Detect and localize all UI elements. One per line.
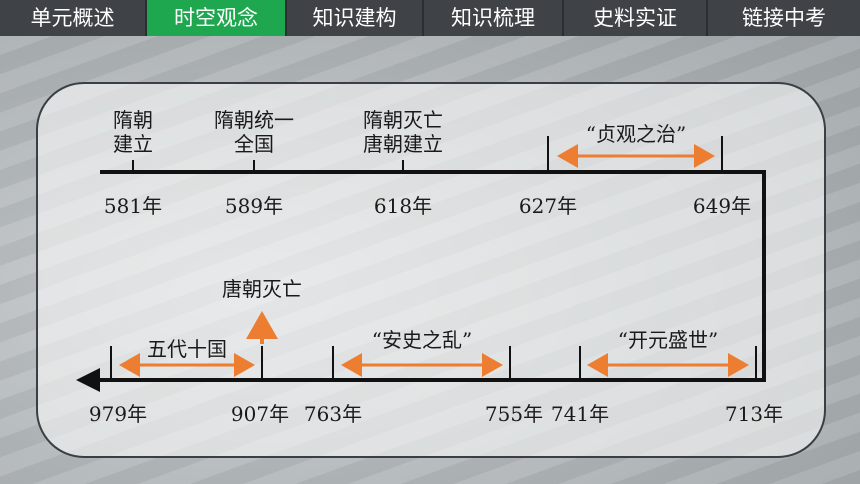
year-label-581: 581年 [103, 194, 163, 218]
year-label-618: 618年 [373, 194, 433, 218]
tab-space-time-concept[interactable]: 时空观念 [147, 0, 287, 36]
event-sui-founded: 隋朝建立 [113, 108, 153, 156]
event-tang-fall: 唐朝灭亡 [222, 277, 302, 301]
tab-knowledge-construction[interactable]: 知识建构 [287, 0, 424, 36]
year-label-741: 741年 [550, 402, 610, 426]
tab-unit-overview[interactable]: 单元概述 [0, 0, 147, 36]
year-label-627: 627年 [518, 194, 578, 218]
year-label-589: 589年 [224, 194, 284, 218]
period-label-kaiyuan: “开元盛世” [617, 328, 719, 352]
period-label-zhenguan: “贞观之治” [585, 122, 687, 146]
year-label-649: 649年 [692, 194, 752, 218]
event-sui-fall-tang-founded: 隋朝灭亡唐朝建立 [363, 108, 443, 156]
top-nav: 单元概述 时空观念 知识建构 知识梳理 史料实证 链接中考 [0, 0, 860, 36]
event-sui-unifies: 隋朝统一全国 [214, 108, 294, 156]
year-label-713: 713年 [724, 402, 784, 426]
period-label-anshi: “安史之乱” [371, 328, 473, 352]
tab-knowledge-review[interactable]: 知识梳理 [424, 0, 564, 36]
tab-historical-evidence[interactable]: 史料实证 [564, 0, 708, 36]
year-label-755: 755年 [484, 402, 544, 426]
tab-exam-link[interactable]: 链接中考 [742, 6, 826, 30]
year-label-907: 907年 [230, 402, 290, 426]
year-label-763: 763年 [303, 402, 363, 426]
period-label-five-dynasties: 五代十国 [147, 337, 227, 361]
year-label-979: 979年 [88, 402, 148, 426]
